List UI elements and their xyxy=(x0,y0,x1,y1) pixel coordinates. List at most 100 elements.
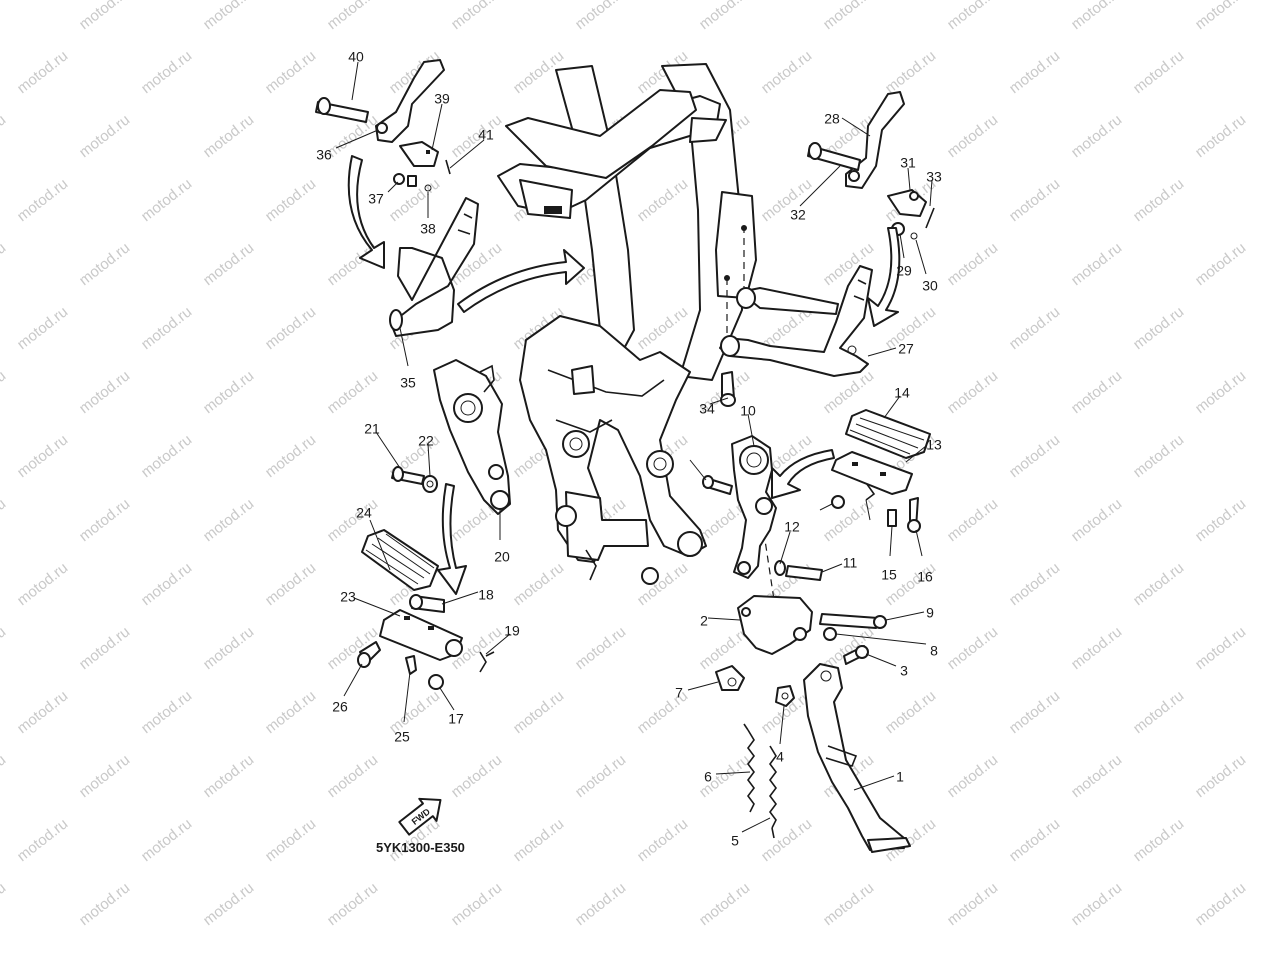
watermark: motod.ru xyxy=(696,0,753,33)
watermark: motod.ru xyxy=(262,47,319,97)
watermark: motod.ru xyxy=(1068,879,1125,929)
watermark: motod.ru xyxy=(262,303,319,353)
callout-18: 18 xyxy=(478,587,494,603)
callout-23: 23 xyxy=(340,589,356,605)
callout-27: 27 xyxy=(898,341,914,357)
watermark: motod.ru xyxy=(14,559,71,609)
watermark: motod.ru xyxy=(14,687,71,737)
left-rider-bracket xyxy=(391,359,511,515)
watermark: motod.ru xyxy=(1006,559,1063,609)
callout-35: 35 xyxy=(400,375,416,391)
watermark: motod.ru xyxy=(944,623,1001,673)
watermark: motod.ru xyxy=(262,559,319,609)
watermark: motod.ru xyxy=(1192,623,1249,673)
watermark: motod.ru xyxy=(138,815,195,865)
callout-25: 25 xyxy=(394,729,410,745)
watermark: motod.ru xyxy=(572,0,629,33)
watermark: motod.ru xyxy=(882,47,939,97)
watermark: motod.ru xyxy=(572,623,629,673)
watermark: motod.ru xyxy=(262,431,319,481)
watermark: motod.ru xyxy=(14,303,71,353)
watermark: motod.ru xyxy=(1068,751,1125,801)
watermark: motod.ru xyxy=(1130,47,1187,97)
watermark: motod.ru xyxy=(510,815,567,865)
watermark: motod.ru xyxy=(200,111,257,161)
watermark: motod.ru xyxy=(262,815,319,865)
watermark: motod.ru xyxy=(758,175,815,225)
watermark: motod.ru xyxy=(634,303,691,353)
watermark: motod.ru xyxy=(200,751,257,801)
fwd-indicator: FWD xyxy=(398,797,442,836)
watermark: motod.ru xyxy=(324,751,381,801)
callout-4: 4 xyxy=(776,749,784,765)
callout-5: 5 xyxy=(731,833,739,849)
watermark: motod.ru xyxy=(1068,623,1125,673)
watermark: motod.ru xyxy=(1006,687,1063,737)
watermark: motod.ru xyxy=(820,0,877,33)
diagram-code: 5YK1300-E350 xyxy=(376,840,465,855)
watermark: motod.ru xyxy=(820,495,877,545)
watermark: motod.ru xyxy=(1192,751,1249,801)
watermark: motod.ru xyxy=(882,687,939,737)
callout-29: 29 xyxy=(896,263,912,279)
callout-11: 11 xyxy=(843,555,858,571)
watermark: motod.ru xyxy=(944,751,1001,801)
callout-2: 2 xyxy=(700,613,708,629)
watermark: motod.ru xyxy=(1192,239,1249,289)
watermark: motod.ru xyxy=(1130,431,1187,481)
left-passenger-bracket xyxy=(389,197,479,337)
callout-32: 32 xyxy=(790,207,806,223)
callout-3: 3 xyxy=(900,663,908,679)
callout-19: 19 xyxy=(504,623,520,639)
watermark: motod.ru xyxy=(1192,879,1249,929)
watermark: motod.ru xyxy=(76,0,133,33)
watermark: motod.ru xyxy=(0,0,9,33)
watermark: motod.ru xyxy=(200,623,257,673)
watermark: motod.ru xyxy=(1192,0,1249,33)
watermark: motod.ru xyxy=(14,175,71,225)
watermark: motod.ru xyxy=(510,687,567,737)
watermark: motod.ru xyxy=(758,47,815,97)
callout-12: 12 xyxy=(784,519,800,535)
callout-17: 17 xyxy=(448,711,464,727)
watermark: motod.ru xyxy=(1068,0,1125,33)
watermark: motod.ru xyxy=(1192,495,1249,545)
watermark: motod.ru xyxy=(200,239,257,289)
watermark: motod.ru xyxy=(76,495,133,545)
watermark: motod.ru xyxy=(1130,303,1187,353)
watermark: motod.ru xyxy=(76,239,133,289)
frame xyxy=(497,63,757,585)
watermark: motod.ru xyxy=(1192,367,1249,417)
watermark: motod.ru xyxy=(324,367,381,417)
callout-24: 24 xyxy=(356,505,372,521)
left-rider-footpeg xyxy=(357,529,495,690)
assembly-arrows xyxy=(347,155,901,595)
callout-30: 30 xyxy=(922,278,938,294)
callout-13: 13 xyxy=(926,437,942,453)
watermark: motod.ru xyxy=(572,879,629,929)
callout-20: 20 xyxy=(494,549,510,565)
watermark: motod.ru xyxy=(1192,111,1249,161)
callout-28: 28 xyxy=(824,111,840,127)
watermark: motod.ru xyxy=(138,559,195,609)
watermark: motod.ru xyxy=(510,559,567,609)
watermark: motod.ru xyxy=(572,751,629,801)
callout-1: 1 xyxy=(896,769,904,785)
watermark: motod.ru xyxy=(634,175,691,225)
watermark: motod.ru xyxy=(634,815,691,865)
watermark: motod.ru xyxy=(1068,367,1125,417)
watermark: motod.ru xyxy=(262,687,319,737)
watermark: motod.ru xyxy=(448,0,505,33)
callout-layer: 4039413637383521222024181923262517283133… xyxy=(316,49,942,849)
callout-14: 14 xyxy=(894,385,910,401)
watermark: motod.ru xyxy=(944,111,1001,161)
watermark: motod.ru xyxy=(262,175,319,225)
watermark: motod.ru xyxy=(1006,431,1063,481)
watermark: motod.ru xyxy=(1006,815,1063,865)
watermark: motod.ru xyxy=(0,751,9,801)
watermark: motod.ru xyxy=(0,623,9,673)
watermark: motod.ru xyxy=(1068,111,1125,161)
watermark: motod.ru xyxy=(448,879,505,929)
leader-lines xyxy=(335,61,933,833)
callout-15: 15 xyxy=(881,567,897,583)
